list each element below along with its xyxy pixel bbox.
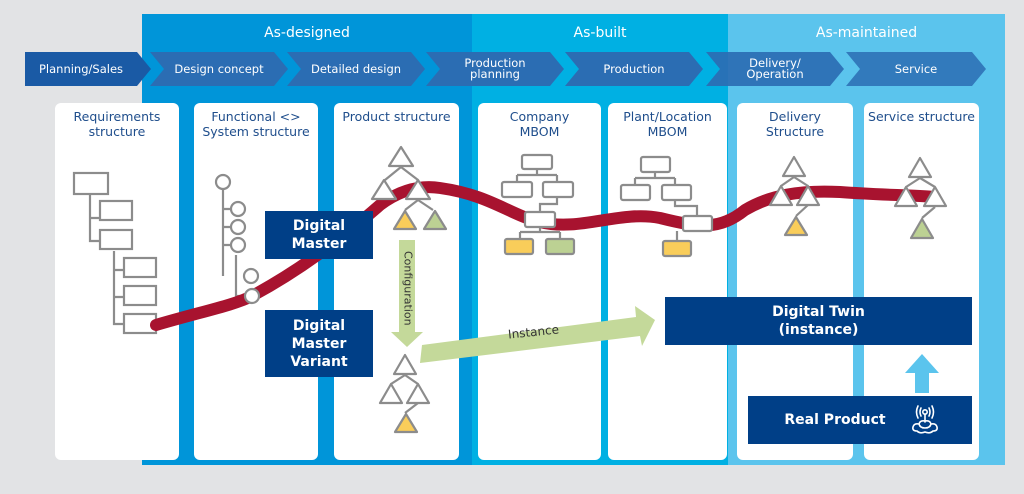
- requirement-node: [98, 199, 134, 222]
- triangle-node: [795, 184, 821, 207]
- stage-production: Production: [565, 52, 703, 86]
- iot-cloud-antenna-icon: [912, 405, 938, 434]
- digital-twin-box: Digital Twin (instance): [665, 297, 972, 345]
- triangle-node: [404, 178, 432, 201]
- stage-delivery-operation: Delivery/ Operation: [706, 52, 844, 86]
- triangle-node: [405, 382, 431, 405]
- column-title: Product structure: [342, 109, 451, 124]
- column-title: Service structure: [868, 109, 975, 124]
- stage-label: Planning/Sales: [38, 61, 124, 76]
- delivery-structure-tree: [768, 155, 821, 237]
- triangle-node: [768, 184, 794, 207]
- digital-master-box: Digital Master: [265, 211, 373, 259]
- phase-title-as-designed: As-designed: [264, 25, 350, 41]
- stage-label: Design concept: [174, 61, 264, 76]
- mbom-node: [619, 183, 652, 202]
- triangle-node: [907, 156, 933, 179]
- instance-arrow: [420, 306, 655, 363]
- company-mbom-tree: [500, 153, 576, 256]
- requirements-tree: [72, 171, 158, 335]
- mbom-node: [639, 155, 672, 174]
- real-product-box: Real Product: [748, 396, 972, 444]
- triangle-node: [922, 185, 948, 208]
- triangle-node-yellow: [393, 412, 419, 434]
- mbom-node: [681, 214, 714, 233]
- requirement-node: [122, 256, 158, 279]
- function-node: [214, 173, 232, 191]
- requirement-node: [72, 171, 110, 196]
- function-node: [243, 287, 261, 305]
- stage-label: Production: [603, 61, 665, 76]
- mbom-node-green: [544, 237, 576, 256]
- triangle-node-green: [909, 217, 935, 240]
- stage-label: Detailed design: [310, 61, 402, 76]
- configuration-arrow: [391, 240, 423, 347]
- triangle-node: [893, 185, 919, 208]
- column-title: Plant/Location MBOM: [623, 109, 712, 139]
- stage-label: Service: [894, 61, 938, 76]
- stage-label: Production planning: [464, 56, 526, 81]
- stage-detailed-design: Detailed design: [287, 52, 425, 86]
- mbom-node: [541, 180, 575, 199]
- column-title: Delivery Structure: [765, 109, 825, 139]
- mbom-node: [523, 210, 557, 229]
- mbom-node-yellow: [661, 239, 693, 258]
- requirement-node: [98, 228, 134, 251]
- mbom-node: [520, 153, 554, 171]
- mbom-node-yellow: [503, 237, 535, 256]
- configuration-label: Configuration: [401, 250, 415, 326]
- triangle-node-green: [422, 209, 448, 231]
- stage-label: Delivery/ Operation: [746, 56, 804, 81]
- service-structure-tree: [893, 156, 948, 240]
- product-structure-tree: [370, 145, 448, 231]
- plant-mbom-tree: [619, 155, 714, 258]
- triangle-node: [370, 178, 398, 201]
- function-node: [229, 236, 247, 254]
- digital-master-variant-box: Digital Master Variant: [265, 310, 373, 377]
- variant-structure-tree: [378, 353, 431, 434]
- functional-tree: [214, 173, 260, 298]
- triangle-node: [378, 382, 404, 405]
- triangle-node: [387, 145, 415, 168]
- stage-planning-sales: Planning/Sales: [25, 52, 151, 86]
- function-node: [229, 218, 247, 236]
- stage-design-concept: Design concept: [150, 52, 288, 86]
- function-node: [242, 267, 260, 285]
- stage-production-planning: Production planning: [426, 52, 564, 86]
- triangle-node-yellow: [392, 209, 418, 231]
- column-title: Requirements structure: [73, 109, 161, 139]
- up-arrow: [905, 354, 939, 393]
- requirement-node: [122, 284, 158, 307]
- mbom-node: [500, 180, 534, 199]
- mbom-node: [660, 183, 693, 202]
- column-title: Functional <> System structure: [202, 109, 310, 139]
- column-title: Company MBOM: [509, 109, 570, 139]
- triangle-node: [781, 155, 807, 178]
- phase-title-as-built: As-built: [573, 25, 627, 41]
- real-product-label: Real Product: [784, 412, 886, 428]
- triangle-node: [392, 353, 418, 376]
- phase-title-as-maintained: As-maintained: [815, 25, 918, 41]
- column-requirements-structure: Requirements structure: [55, 103, 179, 460]
- triangle-node-yellow: [783, 215, 809, 237]
- function-node: [229, 200, 247, 218]
- stage-service: Service: [846, 52, 986, 86]
